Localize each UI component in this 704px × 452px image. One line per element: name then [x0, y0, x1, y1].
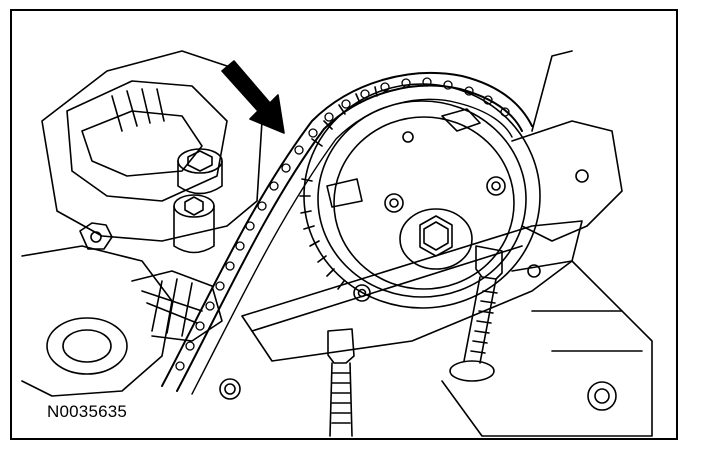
- hex-bolt: [79, 222, 113, 250]
- figure-reference-id: N0035635: [47, 402, 128, 421]
- phaser-lobe: [326, 108, 481, 208]
- threaded-stud: [327, 328, 355, 437]
- threaded-stud: [449, 245, 503, 382]
- timing-chain-links: [175, 77, 510, 371]
- hex-bolt: [177, 148, 223, 195]
- engine-illustration: [21, 50, 653, 437]
- sprocket-bolt: [486, 176, 506, 196]
- cylinder-head-left: [21, 50, 263, 397]
- arrow-icon: [221, 60, 285, 134]
- camshaft-sprocket: [299, 83, 541, 309]
- timing-chain: [161, 72, 533, 395]
- front-cover: [219, 50, 653, 437]
- sprocket-bolt: [384, 193, 404, 213]
- figure-frame: N0035635: [10, 9, 678, 440]
- center-bolt: [399, 208, 473, 270]
- hex-bolt: [173, 194, 215, 254]
